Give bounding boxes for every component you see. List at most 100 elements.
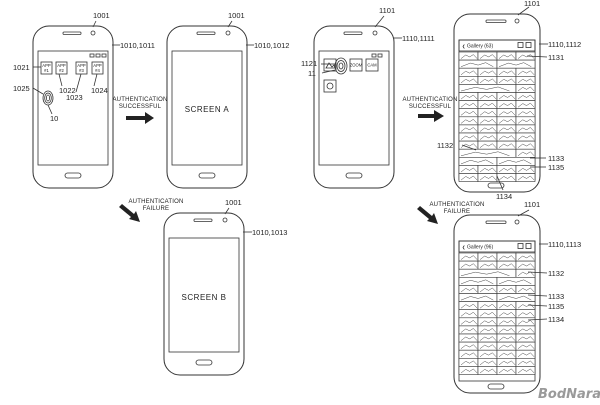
gallery-thumbnail[interactable] (496, 92, 517, 101)
gallery-thumbnail[interactable] (515, 325, 536, 335)
app-icon-1[interactable]: APP #1 (40, 61, 53, 75)
gallery-thumbnail[interactable] (515, 366, 536, 375)
gallery-thumbnail[interactable] (458, 92, 479, 101)
gallery-thumbnail[interactable] (477, 349, 498, 359)
gallery-thumbnail[interactable] (515, 341, 536, 351)
gallery-thumbnail[interactable] (458, 157, 498, 166)
gallery-thumbnail[interactable] (458, 76, 479, 85)
gallery-thumbnail[interactable] (496, 124, 517, 134)
gallery-thumbnail[interactable] (458, 333, 479, 343)
gallery-thumbnail[interactable] (477, 92, 498, 101)
gallery-thumbnail[interactable] (496, 301, 517, 311)
gallery-thumbnail[interactable] (496, 252, 517, 262)
gallery-thumbnail[interactable] (458, 309, 479, 319)
gallery-thumbnail[interactable] (515, 317, 536, 327)
gallery-thumbnail[interactable] (458, 293, 498, 302)
camera-icon[interactable] (517, 42, 524, 48)
gallery-thumbnail[interactable] (496, 341, 517, 351)
gallery-thumbnail[interactable] (458, 252, 479, 262)
gallery-grid[interactable] (458, 252, 536, 375)
gallery-thumbnail[interactable] (458, 100, 479, 109)
gallery-thumbnail[interactable] (515, 349, 536, 359)
gallery-thumbnail[interactable] (496, 157, 536, 166)
gallery-thumbnail[interactable] (477, 333, 498, 343)
gallery-thumbnail[interactable] (458, 173, 479, 182)
gallery-thumbnail[interactable] (496, 317, 517, 327)
gallery-thumbnail[interactable] (515, 116, 536, 126)
gallery-thumbnail[interactable] (515, 260, 536, 270)
gallery-thumbnail[interactable] (496, 173, 517, 182)
back-icon[interactable]: ❮ (462, 44, 466, 49)
zoom-app-icon[interactable]: ZOOM (349, 58, 363, 72)
back-icon[interactable]: ❮ (462, 245, 466, 250)
gallery-thumbnail[interactable] (496, 51, 517, 61)
gallery-thumbnail[interactable] (496, 349, 517, 359)
gallery-thumbnail[interactable] (458, 341, 479, 351)
app-icon-2[interactable]: APP #2 (55, 61, 68, 75)
gallery-thumbnail[interactable] (477, 100, 498, 109)
gallery-thumbnail[interactable] (496, 140, 517, 150)
gallery-thumbnail[interactable] (477, 285, 498, 294)
gallery-thumbnail[interactable] (515, 140, 536, 150)
gallery-thumbnail[interactable] (496, 260, 517, 270)
gallery-thumbnail[interactable] (458, 301, 479, 311)
gallery-thumbnail[interactable] (515, 285, 536, 294)
gallery-thumbnail[interactable] (477, 366, 498, 375)
gallery-thumbnail[interactable] (458, 124, 479, 134)
gallery-thumbnail[interactable] (458, 148, 517, 158)
gallery-thumbnail[interactable] (515, 333, 536, 343)
gallery-thumbnail[interactable] (515, 84, 536, 93)
gallery-thumbnail[interactable] (496, 59, 536, 69)
gallery-thumbnail[interactable] (496, 276, 536, 286)
gallery-thumbnail[interactable] (458, 260, 479, 270)
gallery-thumbnail[interactable] (496, 357, 517, 367)
gallery-thumbnail[interactable] (515, 301, 536, 311)
gallery-thumbnail[interactable] (477, 317, 498, 327)
gallery-thumbnail[interactable] (458, 67, 479, 77)
gallery-thumbnail[interactable] (477, 108, 498, 118)
gallery-thumbnail[interactable] (515, 124, 536, 134)
gallery-thumbnail[interactable] (515, 173, 536, 182)
gallery-thumbnail[interactable] (477, 260, 498, 270)
gallery-thumbnail[interactable] (515, 76, 536, 85)
cam-app-icon[interactable]: CAM (365, 58, 379, 72)
gallery-grid[interactable] (458, 51, 536, 182)
gallery-thumbnail[interactable] (515, 357, 536, 367)
gallery-thumbnail[interactable] (477, 301, 498, 311)
gallery-thumbnail[interactable] (515, 100, 536, 109)
gallery-thumbnail[interactable] (515, 252, 536, 262)
gallery-thumbnail[interactable] (515, 108, 536, 118)
menu-icon[interactable] (525, 243, 532, 249)
camera-icon[interactable] (517, 243, 524, 249)
app-icon-4[interactable]: APP #4 (91, 61, 104, 75)
gallery-thumbnail[interactable] (477, 309, 498, 319)
gallery-thumbnail[interactable] (458, 268, 517, 278)
gallery-thumbnail[interactable] (458, 357, 479, 367)
gallery-thumbnail[interactable] (477, 76, 498, 85)
gallery-thumbnail[interactable] (477, 173, 498, 182)
gallery-thumbnail[interactable] (458, 51, 479, 61)
gallery-thumbnail[interactable] (496, 116, 517, 126)
gallery-thumbnail[interactable] (458, 317, 479, 327)
gallery-thumbnail[interactable] (458, 84, 517, 93)
menu-icon[interactable] (525, 42, 532, 48)
gallery-thumbnail[interactable] (458, 132, 479, 142)
gallery-thumbnail[interactable] (515, 309, 536, 319)
gallery-thumbnail[interactable] (496, 333, 517, 343)
gallery-thumbnail[interactable] (515, 268, 536, 278)
gallery-thumbnail[interactable] (496, 76, 517, 85)
gallery-thumbnail[interactable] (458, 165, 479, 174)
app-icon-3[interactable]: APP #3 (75, 61, 88, 75)
camera-app-icon[interactable] (323, 79, 337, 93)
gallery-thumbnail[interactable] (496, 108, 517, 118)
gallery-thumbnail[interactable] (458, 349, 479, 359)
gallery-thumbnail[interactable] (515, 148, 536, 158)
gallery-thumbnail[interactable] (458, 116, 479, 126)
gallery-thumbnail[interactable] (477, 124, 498, 134)
gallery-thumbnail[interactable] (458, 285, 479, 294)
gallery-thumbnail[interactable] (477, 341, 498, 351)
gallery-thumbnail[interactable] (477, 132, 498, 142)
gallery-thumbnail[interactable] (515, 92, 536, 101)
gallery-thumbnail[interactable] (477, 51, 498, 61)
gallery-thumbnail[interactable] (458, 366, 479, 375)
